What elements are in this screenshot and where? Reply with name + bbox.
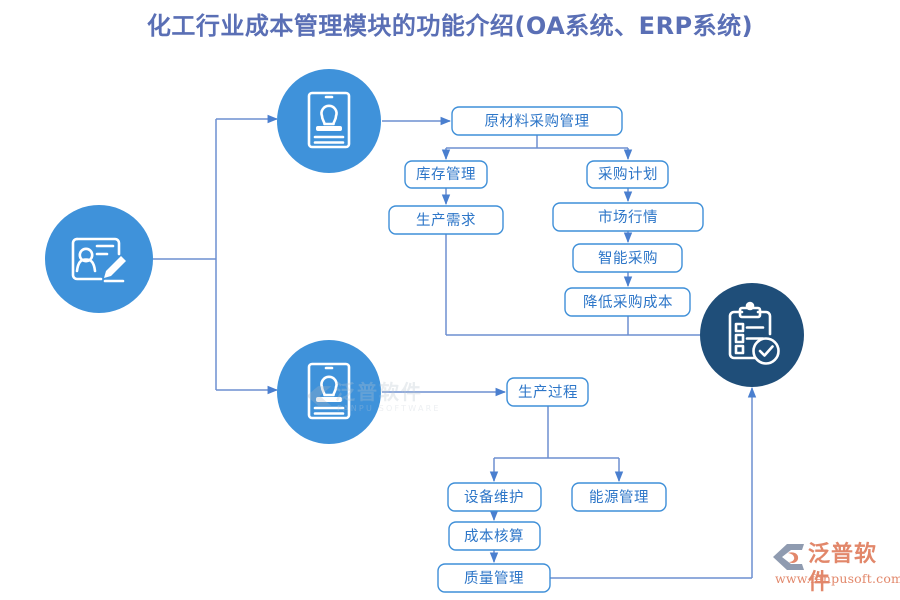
node-raw-material-purchase-management[interactable]: 原材料采购管理 (451, 106, 623, 136)
branch-bottom-circle-bg (277, 340, 381, 444)
node-label: 生产需求 (416, 212, 476, 229)
brand-name: 泛普软件 (808, 542, 878, 595)
node-cost-accounting[interactable]: 成本核算 (448, 521, 541, 551)
node-production-process[interactable]: 生产过程 (506, 377, 589, 407)
start-circle-bg (45, 205, 153, 313)
node-smart-purchasing[interactable]: 智能采购 (572, 243, 683, 273)
node-purchase-plan[interactable]: 采购计划 (586, 160, 669, 189)
end-circle-bg (700, 283, 804, 387)
node-label: 智能采购 (598, 250, 658, 267)
node-energy-management[interactable]: 能源管理 (571, 482, 667, 512)
node-reduce-purchase-cost[interactable]: 降低采购成本 (564, 287, 691, 317)
end-circle-node[interactable] (700, 283, 804, 387)
document-stamp-icon (307, 91, 351, 149)
node-label: 成本核算 (464, 528, 524, 545)
page-title: 化工行业成本管理模块的功能介绍(OA系统、ERP系统) (146, 12, 754, 40)
start-circle-node[interactable] (45, 205, 153, 313)
node-label: 原材料采购管理 (485, 113, 590, 130)
node-label: 质量管理 (464, 570, 524, 587)
id-card-pen-icon (71, 237, 126, 283)
brand-logo: 泛普软件 www.fanpusoft.com (772, 541, 900, 595)
node-inventory-management[interactable]: 库存管理 (404, 160, 488, 189)
node-label: 能源管理 (589, 489, 649, 506)
node-label: 市场行情 (598, 209, 658, 226)
box-layer: 原材料采购管理 库存管理 生产需求 采购计划 市场行情 智能采购 (388, 106, 704, 593)
node-label: 库存管理 (416, 166, 476, 183)
clipboard-check-icon (728, 301, 780, 365)
node-label: 采购计划 (598, 166, 658, 183)
branch-top-circle-node[interactable] (277, 69, 381, 173)
node-production-demand[interactable]: 生产需求 (388, 205, 504, 235)
branch-bottom-circle-node[interactable] (277, 340, 381, 444)
branch-top-circle-bg (277, 69, 381, 173)
node-label: 设备维护 (464, 489, 524, 506)
brand-url: www.fanpusoft.com (775, 571, 900, 586)
node-equipment-maintenance[interactable]: 设备维护 (447, 482, 542, 512)
node-label: 生产过程 (518, 384, 578, 401)
fanpu-logo-icon (773, 544, 804, 570)
node-quality-management[interactable]: 质量管理 (437, 563, 551, 593)
document-stamp-icon (307, 362, 351, 420)
node-market-conditions[interactable]: 市场行情 (552, 202, 704, 232)
node-label: 降低采购成本 (583, 294, 673, 311)
connector-layer (113, 114, 757, 579)
